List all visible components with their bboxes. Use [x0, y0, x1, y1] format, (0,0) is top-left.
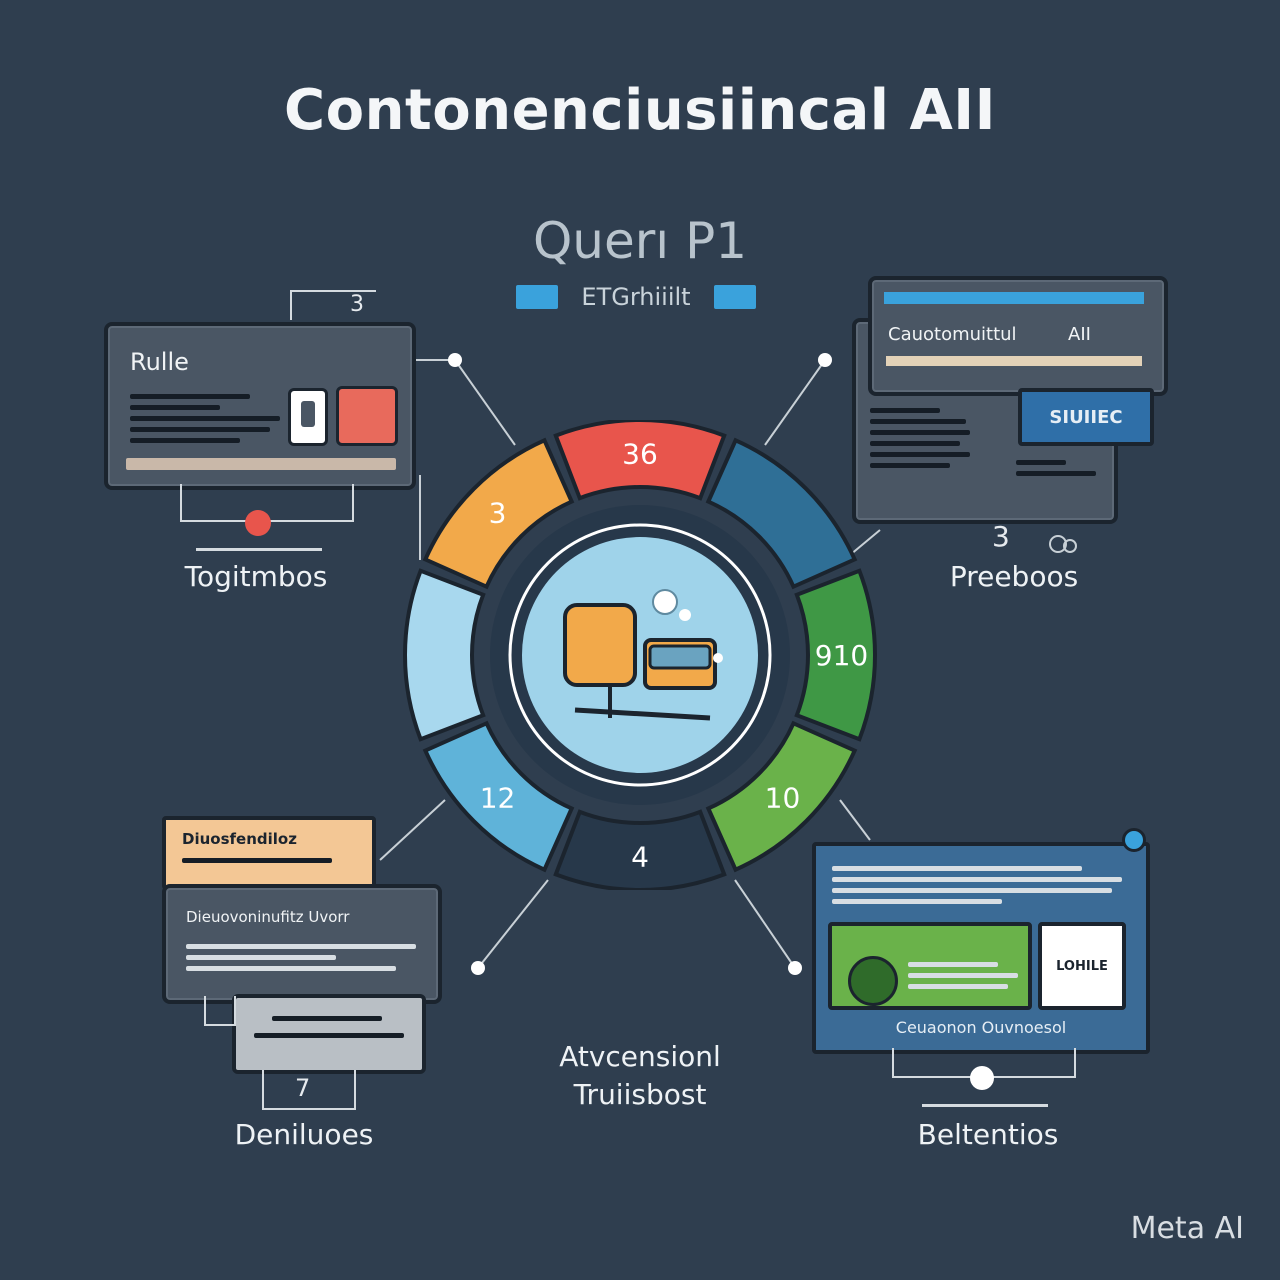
- ring-segment: [422, 437, 575, 590]
- connector-top-right: [764, 359, 826, 446]
- ring-segment-label: 12: [480, 781, 516, 814]
- node-bottom-left-stand: [262, 1070, 356, 1110]
- node-bottom-right-underline: [922, 1104, 1048, 1107]
- node-bottom-right-thumbnail: LOHILE: [1038, 922, 1126, 1010]
- node-bottom-right-white-dot: [970, 1066, 994, 1090]
- ring-center-fill: [522, 537, 758, 773]
- ring-segment: [794, 568, 877, 742]
- ring-segment: [553, 809, 727, 890]
- node-top-right-titlebar: [884, 292, 1144, 304]
- tag-chip-right: [714, 285, 756, 309]
- page-title: Contonenciusiincal AII: [284, 78, 996, 143]
- center-ring-diagram: 36 910 10 4 12 3: [403, 420, 877, 890]
- node-top-left-red-dot: [245, 510, 271, 536]
- node-top-right-header-right: AII: [1068, 324, 1091, 345]
- node-top-left-heading: Rulle: [130, 348, 189, 376]
- ring-segment: [705, 437, 858, 590]
- node-top-right-window: Cauotomuittul AII: [868, 276, 1168, 396]
- ring-segment: [422, 720, 575, 873]
- node-bottom-right-footer: Ceuaonon Ouvnoesol: [895, 1018, 1067, 1037]
- ring-segment-label: 4: [631, 841, 649, 874]
- node-top-right-button[interactable]: SIUIIEC: [1018, 388, 1154, 446]
- node-top-left-underline: [196, 548, 322, 551]
- tag-chip-left: [516, 285, 558, 309]
- node-bottom-left-number: 7: [295, 1074, 311, 1102]
- node-bottom-right-globe-icon: [848, 956, 898, 1006]
- node-top-right-text-lines: [870, 402, 970, 474]
- node-top-right-gear-icon: [1044, 526, 1078, 556]
- center-caption-line2: Truiisbost: [573, 1078, 707, 1111]
- ring-segment-label: 36: [622, 438, 658, 471]
- node-top-right-progress: [886, 356, 1142, 366]
- ring-segment: [705, 720, 858, 873]
- node-bottom-left-card2-lines: [186, 938, 422, 977]
- watermark: Meta AI: [1130, 1211, 1244, 1246]
- node-top-right-caption: Preeboos: [949, 560, 1079, 593]
- node-bottom-left-caption: Deniluoes: [234, 1118, 374, 1151]
- connector-bottom-left: [477, 879, 549, 969]
- connector-top-left: [454, 359, 516, 446]
- ring-segment-label: 10: [765, 781, 801, 814]
- node-bottom-left-card1-text: Diuosfendiloz: [182, 830, 297, 848]
- node-top-right-header: Cauotomuittul: [888, 324, 1017, 345]
- connector-top-right-lower: [849, 529, 881, 556]
- node-bottom-left-card2: Dieuovoninufitz Uvorr: [162, 884, 442, 1004]
- node-top-left-text-lines: [130, 388, 280, 449]
- ring-segment: [553, 420, 727, 501]
- node-bottom-left-card2-text: Dieuovoninufitz Uvorr: [186, 908, 350, 926]
- node-bottom-left-side-bracket: [204, 996, 236, 1026]
- robot-device-icon: [563, 589, 723, 721]
- node-top-left-progress: [126, 458, 396, 470]
- connector-bottom-left-upper: [379, 799, 446, 861]
- node-bottom-left-card3: [232, 994, 426, 1074]
- node-top-left-caption: Togitmbos: [184, 560, 328, 593]
- node-top-left-number: 3: [350, 292, 364, 317]
- node-bottom-right-card-lines: [908, 956, 1018, 995]
- connector-dot-top-right: [818, 353, 832, 367]
- connector-dot-top-left: [448, 353, 462, 367]
- node-bottom-right-window: LOHILE Ceuaonon Ouvnoesol: [812, 842, 1150, 1054]
- node-top-right-number: 3: [992, 520, 1010, 553]
- page-subtitle: Querı P1: [532, 212, 748, 270]
- ring-segment-label: 3: [489, 497, 507, 530]
- node-top-right-text-lines-right: [1016, 454, 1096, 482]
- node-bottom-right-caption: Beltentios: [917, 1118, 1059, 1151]
- center-caption-line1: Atvcensionl: [559, 1040, 721, 1073]
- ring-segment: [403, 568, 486, 742]
- connector-dot-bottom-right: [788, 961, 802, 975]
- connector-bottom-right-upper: [839, 799, 871, 841]
- tag-text: ETGrhiiilt: [581, 283, 691, 311]
- tag-bar: ETGrhiiilt: [516, 282, 756, 312]
- ring-segment-label: 910: [815, 639, 868, 672]
- center-caption: Atvcensionl Truiisbost: [490, 1038, 790, 1114]
- node-bottom-right-text-lines: [832, 860, 1122, 910]
- connector-dot-bottom-left: [471, 961, 485, 975]
- node-top-left-card-icon: [336, 386, 398, 446]
- node-bottom-left-card1: Diuosfendiloz: [162, 816, 376, 890]
- node-top-left-device-icon: [288, 388, 328, 446]
- node-top-left-tab-bracket: [290, 290, 376, 320]
- node-bottom-right-info-icon: [1122, 828, 1146, 852]
- ring-inner-outline: [508, 523, 772, 787]
- node-top-left-panel: Rulle: [104, 322, 416, 490]
- node-bottom-right-card: [828, 922, 1032, 1010]
- connector-bottom-right: [734, 879, 796, 969]
